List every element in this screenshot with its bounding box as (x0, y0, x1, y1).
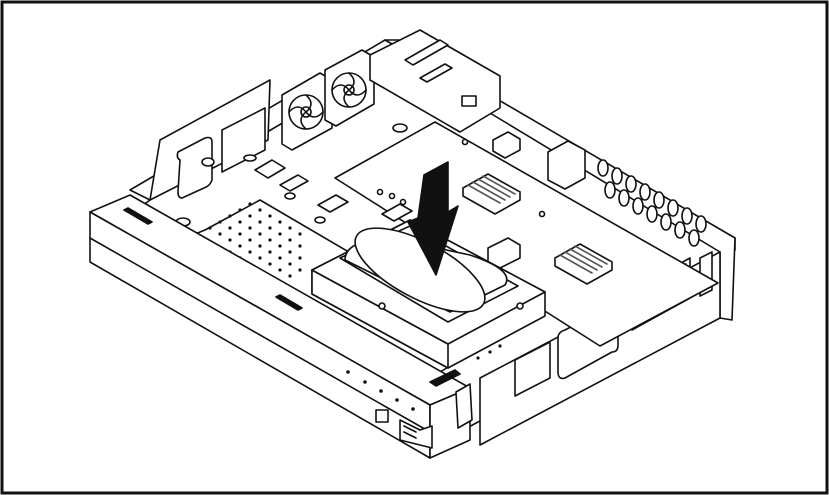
hard-disk-icon (311, 219, 546, 369)
front-port-module (399, 419, 433, 449)
fan-icon (281, 72, 333, 151)
front-button (375, 409, 389, 423)
front-latch (455, 383, 473, 429)
rear-io-board (369, 29, 501, 133)
side-port-window (514, 341, 551, 397)
side-vent-holes (597, 159, 707, 247)
heatsink-icon (462, 173, 521, 215)
status-leds (346, 370, 415, 411)
left-grip (221, 107, 266, 173)
left-grip (176, 136, 213, 199)
board-connector (547, 140, 586, 190)
board-chip (492, 131, 521, 159)
front-panel (89, 194, 473, 459)
heatsink-icon (554, 243, 613, 285)
fan-icon (324, 49, 375, 127)
down-arrow-icon (407, 161, 459, 276)
cable-connectors (254, 159, 413, 222)
chassis-left-wall (149, 79, 271, 201)
